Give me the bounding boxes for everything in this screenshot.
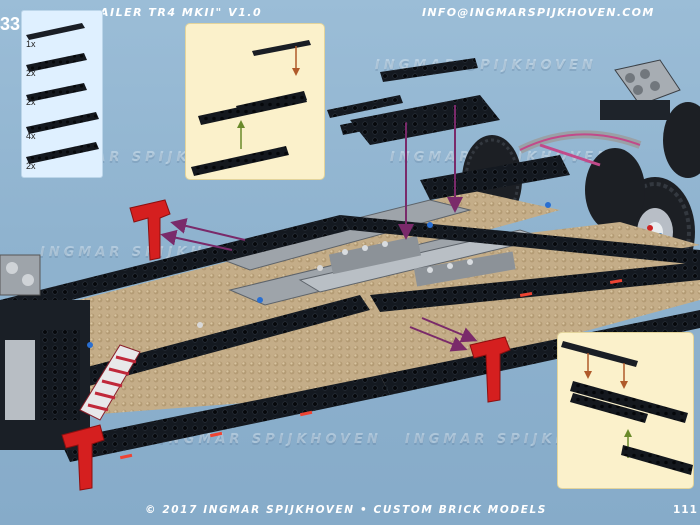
part-quantity: 2x [26, 97, 36, 107]
part-quantity: 4x [26, 131, 36, 141]
contact-email: INFO@INGMARSPIJKHOVEN.COM [422, 6, 655, 19]
right-side-beam [340, 95, 700, 395]
part-quantity: 2x [26, 68, 36, 78]
front-assembly [0, 254, 90, 450]
gearbox-assembly [518, 59, 681, 167]
sub-assembly-callout-top [185, 23, 325, 180]
red-support-leg-front [61, 424, 105, 491]
part-beam-icon [26, 142, 99, 164]
left-side-beam [0, 215, 390, 462]
sub-assembly-callout-bottom [557, 332, 694, 489]
part-quantity: 1x [26, 39, 36, 49]
footer-copyright: © 2017 INGMAR SPIJKHOVEN • CUSTOM BRICK … [145, 504, 547, 516]
page-number: 111 [673, 504, 698, 516]
parts-list-panel: 1x 2x 2x 4x 2x [21, 10, 103, 178]
red-support-leg-right [469, 336, 511, 403]
red-ramp-chain [79, 344, 141, 421]
red-support-leg-top [129, 199, 171, 261]
part-beam-icon [26, 53, 87, 72]
reflector-stripes [34, 278, 623, 460]
technic-pins [87, 202, 551, 348]
step-number: 33 [0, 14, 21, 34]
parts-list-graphics [26, 23, 99, 164]
insertion-arrows [160, 105, 478, 352]
part-beam-icon [26, 83, 87, 102]
part-quantity: 2x [26, 161, 36, 171]
part-plate-icon [26, 23, 85, 40]
callout-top-graphics [191, 40, 311, 176]
floating-beams [327, 58, 478, 135]
callout-bottom-graphics [561, 341, 693, 475]
rear-wheel-far [585, 102, 700, 232]
part-beam-icon [26, 112, 99, 134]
page-title: AILER TR4 MKII" V1.0 [100, 6, 263, 19]
